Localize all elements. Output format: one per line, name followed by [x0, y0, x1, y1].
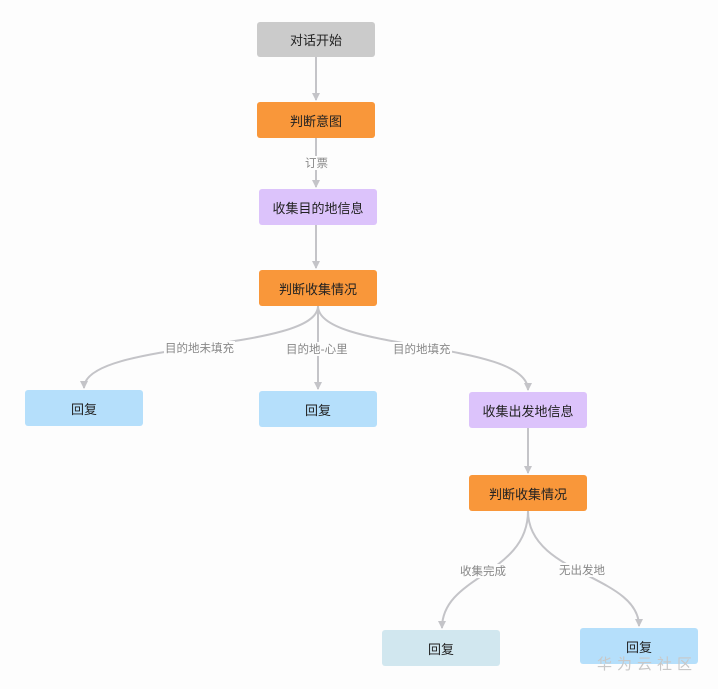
node-judge-collection-2: 判断收集情况	[469, 475, 587, 511]
node-reply-right-label: 回复	[625, 640, 652, 656]
node-reply-done-label: 回复	[427, 642, 454, 658]
node-collect-destination: 收集目的地信息	[259, 189, 377, 225]
node-start: 对话开始	[257, 22, 375, 57]
edge-label-dest-filled: 目的地填充	[392, 342, 452, 356]
edge-label-book: 订票	[304, 156, 329, 170]
edge-label-dest-unfilled: 目的地未填充	[164, 341, 235, 355]
node-reply-middle-label: 回复	[304, 403, 331, 419]
node-reply-left-label: 回复	[70, 402, 97, 418]
node-reply-done: 回复	[382, 630, 500, 666]
node-judge-collection-2-label: 判断收集情况	[488, 487, 567, 503]
node-judge-intent-label: 判断意图	[289, 114, 342, 130]
edge-label-collect-done: 收集完成	[459, 564, 507, 578]
node-collect-destination-label: 收集目的地信息	[272, 201, 364, 217]
watermark: 华为云社区	[597, 655, 698, 673]
edge-label-dest-center: 目的地-心里	[285, 342, 349, 356]
node-collect-origin: 收集出发地信息	[469, 392, 587, 428]
node-judge-intent: 判断意图	[257, 102, 375, 138]
node-start-label: 对话开始	[289, 34, 342, 49]
node-collect-origin-label: 收集出发地信息	[482, 404, 574, 420]
node-reply-left: 回复	[25, 390, 143, 426]
node-reply-middle: 回复	[259, 391, 377, 427]
node-reply-right: 回复	[580, 628, 698, 664]
node-judge-collection-1-label: 判断收集情况	[278, 282, 357, 298]
edge-label-no-origin: 无出发地	[558, 563, 606, 577]
node-judge-collection-1: 判断收集情况	[259, 270, 377, 306]
